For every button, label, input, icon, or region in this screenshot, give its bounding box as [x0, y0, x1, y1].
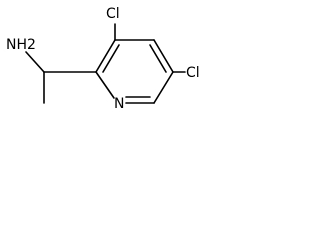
- amine-label: NH2: [6, 37, 36, 53]
- bonds: [25, 23, 186, 104]
- bond-amine-ch: [25, 51, 45, 73]
- atom-labels: NH2 Cl Cl N: [6, 6, 200, 112]
- ring-nitrogen-label: N: [114, 96, 124, 112]
- bond-c2-c3-inner: [102, 44, 120, 73]
- bond-c4-c5: [153, 39, 174, 73]
- bond-c2-c3: [95, 39, 116, 73]
- bond-n1-c2: [95, 71, 115, 99]
- bond-c4-c5-inner: [149, 44, 167, 73]
- molecule-structure: NH2 Cl Cl N: [6, 6, 200, 112]
- chlorine-label-5: Cl: [186, 65, 200, 81]
- bond-c5-c6: [153, 71, 174, 104]
- chlorine-label-3: Cl: [106, 6, 120, 22]
